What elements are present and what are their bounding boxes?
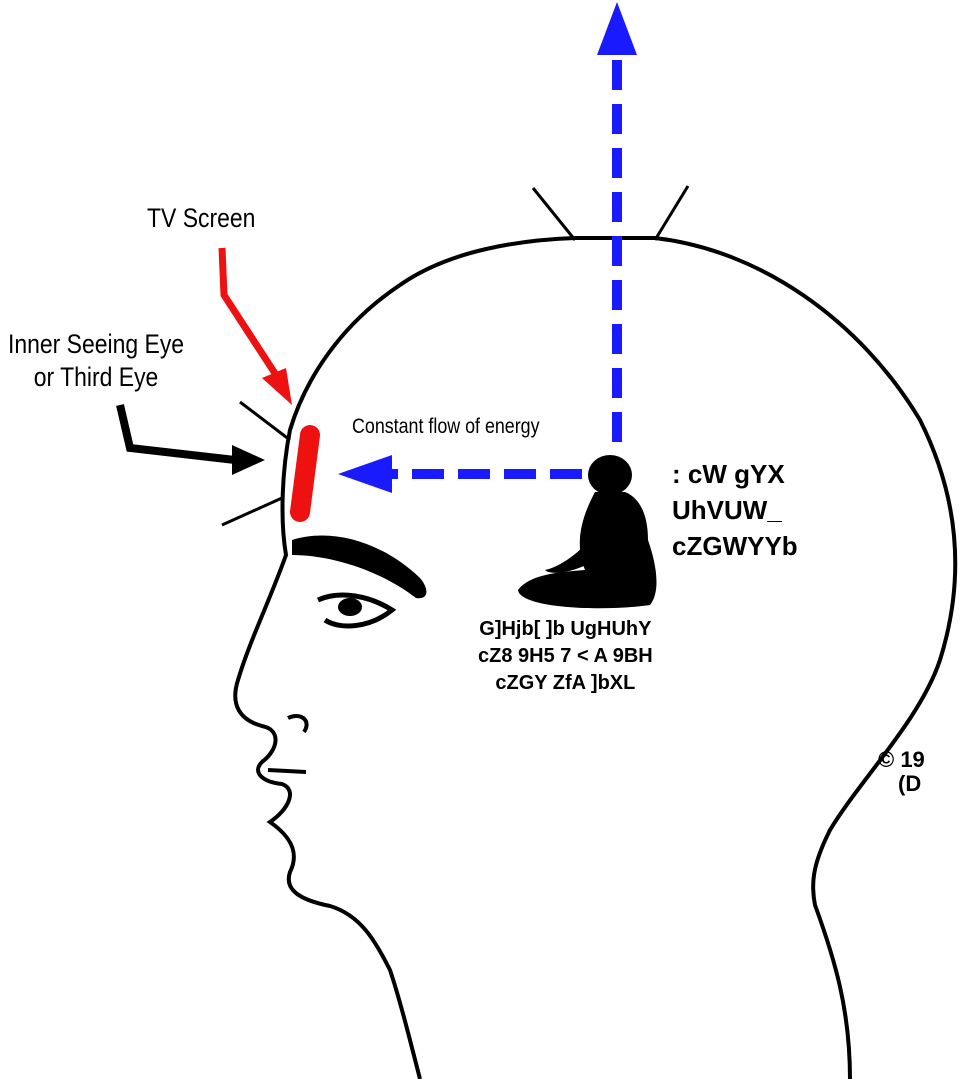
tv-screen-pointer-head: [262, 368, 292, 405]
nostril: [288, 716, 307, 732]
meditator-side-line: : cW gYX: [672, 456, 798, 492]
meditator-caption-line: cZGY ZfA ]bXL: [478, 670, 653, 697]
meditating-figure: [518, 455, 656, 608]
tv-screen-label: TV Screen: [147, 203, 255, 234]
meditator-caption-line: G]Hjb[ ]b UgHUhY: [478, 616, 653, 643]
meditator-side-line: cZGWYYb: [672, 528, 798, 564]
mouth-line: [268, 770, 306, 772]
meditator-side-label: : cW gYX UhVUW_ cZGWYYb: [672, 456, 798, 564]
eye-pupil: [338, 598, 362, 616]
inner-eye-label-line: or Third Eye: [8, 361, 184, 394]
inner-eye-pointer: [120, 405, 235, 460]
inner-eye-pointer-head: [232, 445, 265, 475]
meditator-caption-line: cZ8 9H5 7 < A 9BH: [478, 643, 653, 670]
copyright-line: © 19: [878, 748, 925, 772]
crown-ray-left: [533, 188, 575, 240]
tv-screen-pointer: [222, 248, 278, 378]
copyright-notice: © 19 (D: [878, 748, 925, 796]
inner-eye-label-line: Inner Seeing Eye: [8, 328, 184, 361]
energy-flow-label: Constant flow of energy: [352, 415, 540, 439]
brow-ray-upper: [240, 402, 290, 440]
meditator-caption: G]Hjb[ ]b UgHUhY cZ8 9H5 7 < A 9BH cZGY …: [478, 616, 653, 697]
inner-eye-label: Inner Seeing Eye or Third Eye: [8, 328, 184, 394]
copyright-line: (D: [878, 772, 925, 796]
tv-screen-bar: [300, 435, 310, 512]
energy-arrow-left-head: [338, 455, 392, 493]
eyebrow: [292, 536, 426, 599]
brow-ray-lower: [222, 498, 282, 525]
energy-arrow-up-head: [597, 2, 637, 55]
meditator-side-line: UhVUW_: [672, 492, 798, 528]
crown-ray-right: [655, 186, 688, 240]
